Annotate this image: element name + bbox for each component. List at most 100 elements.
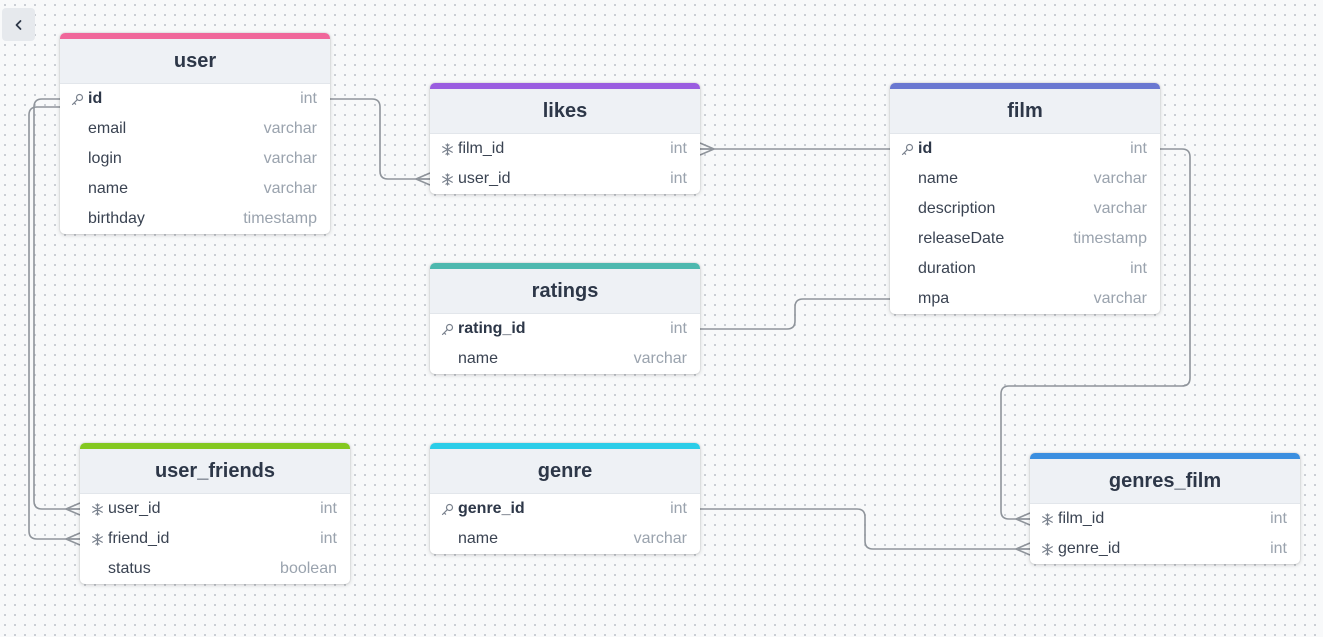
field-row[interactable]: id int	[60, 84, 330, 114]
field-left: duration	[901, 260, 976, 278]
field-name: releaseDate	[918, 230, 1005, 247]
field-name: genre_id	[1058, 540, 1121, 557]
snowflake-icon	[91, 531, 108, 547]
field-name: genre_id	[458, 500, 525, 517]
edge-film-genres-film[interactable]	[1000, 148, 1191, 520]
field-name: name	[88, 180, 129, 197]
table-title[interactable]: genres_film	[1030, 459, 1300, 504]
field-name: birthday	[88, 210, 145, 227]
field-name: login	[88, 150, 122, 167]
field-type: int	[1130, 260, 1147, 277]
field-type: int	[320, 500, 337, 517]
field-left: name	[901, 170, 958, 188]
field-row[interactable]: friend_id int	[80, 524, 350, 554]
crows-foot-icon	[1015, 542, 1031, 556]
snowflake-icon	[441, 171, 458, 187]
table-title[interactable]: user_friends	[80, 449, 350, 494]
icon-spacer	[441, 351, 458, 367]
field-left: user_id	[91, 500, 160, 518]
field-type: varchar	[1093, 290, 1147, 307]
edge-genre-genres-film[interactable]	[700, 508, 1030, 550]
field-left: id	[901, 140, 932, 158]
field-row[interactable]: name varchar	[890, 164, 1160, 194]
field-row[interactable]: duration int	[890, 254, 1160, 284]
table-color-bar	[890, 83, 1160, 89]
field-left: friend_id	[91, 530, 169, 548]
field-row[interactable]: genre_id int	[1030, 534, 1300, 564]
icon-spacer	[901, 261, 918, 277]
table-color-bar	[80, 443, 350, 449]
table-color-bar	[430, 443, 700, 449]
edge-ratings-film[interactable]	[700, 298, 890, 330]
field-left: genre_id	[441, 500, 525, 518]
field-row[interactable]: genre_id int	[430, 494, 700, 524]
collapse-sidebar-button[interactable]	[2, 8, 35, 41]
field-type: int	[300, 90, 317, 107]
field-row[interactable]: user_id int	[80, 494, 350, 524]
edge-user-friends-friend[interactable]	[28, 106, 80, 540]
field-left: name	[441, 530, 498, 548]
field-type: varchar	[263, 150, 317, 167]
table-color-bar	[430, 83, 700, 89]
chevron-left-icon	[15, 19, 21, 30]
field-name: name	[918, 170, 959, 187]
field-type: int	[320, 530, 337, 547]
icon-spacer	[91, 561, 108, 577]
field-name: id	[88, 90, 103, 107]
field-type: int	[1270, 540, 1287, 557]
field-name: id	[918, 140, 933, 157]
field-name: mpa	[918, 290, 950, 307]
edge-user-friends-user[interactable]	[33, 98, 80, 510]
field-left: login	[71, 150, 122, 168]
field-left: genre_id	[1041, 540, 1120, 558]
table-title[interactable]: user	[60, 39, 330, 84]
field-left: film_id	[441, 140, 504, 158]
field-name: user_id	[108, 500, 161, 517]
field-name: film_id	[458, 140, 505, 157]
field-row[interactable]: mpa varchar	[890, 284, 1160, 314]
table-color-bar	[430, 263, 700, 269]
field-type: int	[670, 170, 687, 187]
field-name: rating_id	[458, 320, 526, 337]
icon-spacer	[441, 531, 458, 547]
table-title[interactable]: likes	[430, 89, 700, 134]
field-type: varchar	[1093, 200, 1147, 217]
crows-foot-icon	[699, 142, 715, 156]
table-title[interactable]: genre	[430, 449, 700, 494]
field-name: film_id	[1058, 510, 1105, 527]
icon-spacer	[901, 291, 918, 307]
crows-foot-icon	[1015, 512, 1031, 526]
field-type: int	[670, 500, 687, 517]
field-name: duration	[918, 260, 976, 277]
field-name: description	[918, 200, 996, 217]
table-title[interactable]: ratings	[430, 269, 700, 314]
field-row[interactable]: login varchar	[60, 144, 330, 174]
field-row[interactable]: description varchar	[890, 194, 1160, 224]
table-title[interactable]: film	[890, 89, 1160, 134]
edge-user-likes[interactable]	[330, 98, 430, 180]
field-left: rating_id	[441, 320, 526, 338]
field-type: varchar	[1093, 170, 1147, 187]
key-icon	[441, 321, 458, 337]
icon-spacer	[901, 231, 918, 247]
icon-spacer	[71, 151, 88, 167]
